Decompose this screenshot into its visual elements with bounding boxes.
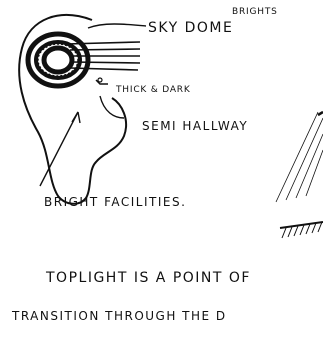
caption-line-1: TOPLIGHT IS A POINT OF (45, 270, 251, 286)
label-sky-dome: SKY DOME (148, 20, 233, 36)
label-thick-dark: THICK & DARK (115, 85, 191, 95)
hatched-section (276, 112, 323, 238)
dark-rings (28, 34, 88, 86)
caption-line-2: TRANSITION THROUGH THE D (11, 309, 227, 323)
annotation-dot (98, 78, 102, 82)
label-bright-facilities: BRIGHT FACILITIES. (44, 195, 186, 209)
label-semi-hallway: SEMI HALLWAY (142, 119, 248, 133)
label-brights: BRIGHTS (232, 7, 278, 17)
